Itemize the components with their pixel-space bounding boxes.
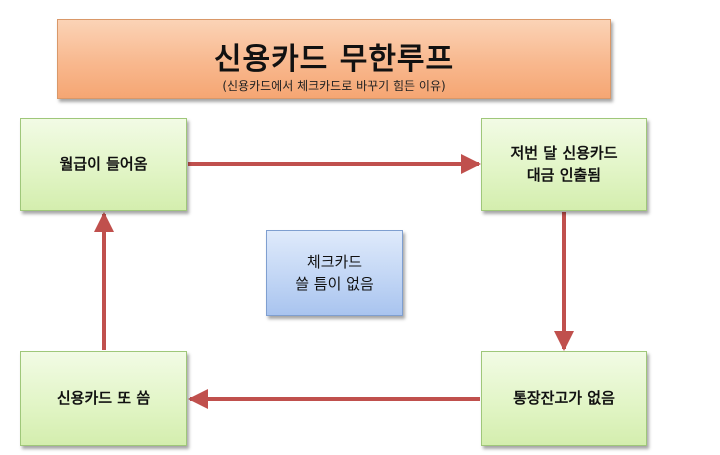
diagram-subtitle: (신용카드에서 체크카드로 바꾸기 힘든 이유) [222,79,446,93]
node-spend-again-label: 신용카드 또 씀 [56,388,151,407]
node-spend-again: 신용카드 또 씀 [20,351,187,446]
title-box: 신용카드 무한루프 (신용카드에서 체크카드로 바꾸기 힘든 이유) [57,19,611,99]
node-no-balance: 통장잔고가 없음 [481,351,647,446]
center-note-line1: 체크카드 [306,252,363,271]
center-note: 체크카드 쓸 틈이 없음 [266,230,403,316]
node-card-payment-line2: 대금 인출됨 [526,165,602,184]
node-card-payment-line1: 저번 달 신용카드 [510,143,618,162]
node-salary: 월급이 들어옴 [20,118,187,211]
node-card-payment: 저번 달 신용카드 대금 인출됨 [481,118,647,211]
node-salary-label: 월급이 들어옴 [59,154,148,173]
node-no-balance-label: 통장잔고가 없음 [513,388,615,407]
diagram-title: 신용카드 무한루프 [213,42,455,77]
center-note-line2: 쓸 틈이 없음 [295,275,374,293]
